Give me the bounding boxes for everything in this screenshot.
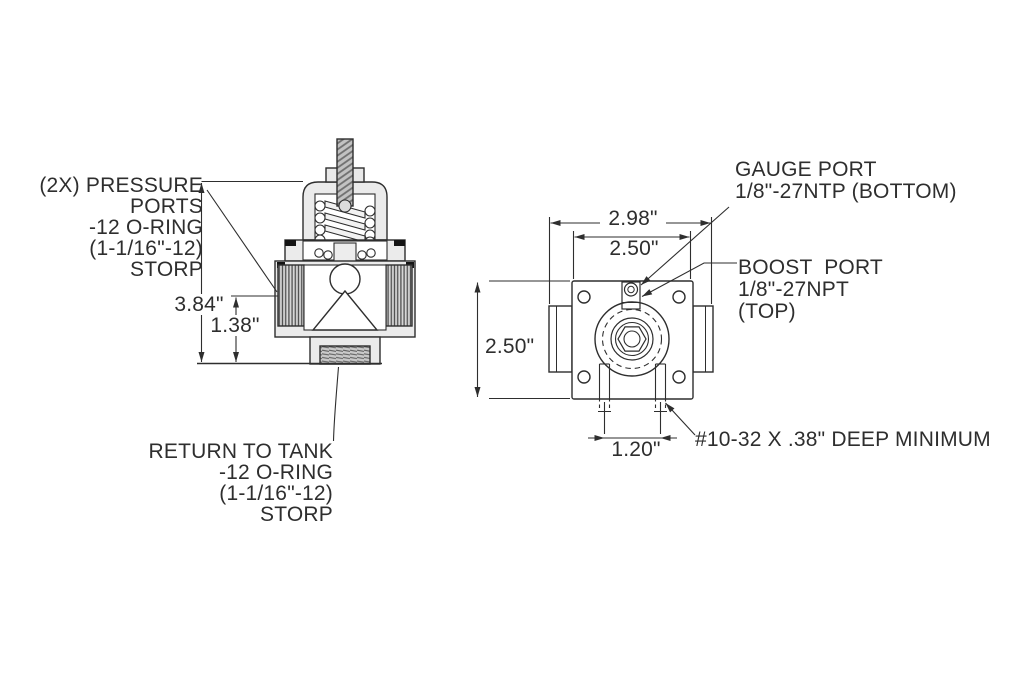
- dim-body-height: 2.50": [485, 335, 535, 358]
- front-view: [548, 280, 714, 412]
- counterbore-circle: [614, 321, 650, 357]
- valve-seat-cone: [311, 289, 379, 331]
- mounting-thread-label: #10-32 X .38" DEEP MINIMUM: [695, 428, 991, 451]
- leader-mounting-thread: [665, 402, 696, 436]
- dim-mount-hole-spacing: 1.20": [611, 438, 661, 461]
- gauge-port-hole-inner: [627, 285, 635, 294]
- side-view-dimensions: [197, 180, 382, 442]
- bearing-ball: [357, 250, 367, 260]
- gauge-port-label: GAUGE PORT 1/8"-27NTP (BOTTOM): [735, 158, 957, 203]
- gauge-port-hole: [623, 282, 639, 297]
- boss-circle: [610, 317, 654, 361]
- pressure-ports-label: (2X) PRESSURE PORTS -12 O-RING (1-1/16"-…: [39, 174, 203, 281]
- dim-body-width: 2.50": [602, 238, 666, 259]
- bearing-ball: [314, 248, 324, 258]
- return-port-threads: [319, 345, 371, 365]
- flange-circle: [594, 301, 670, 377]
- dim-port-centerline-height: 1.38": [204, 315, 266, 336]
- leader-return-to-tank: [332, 366, 340, 442]
- side-port-right: [692, 305, 714, 373]
- corner-hole: [672, 370, 686, 384]
- bearing-ball: [366, 248, 376, 258]
- hex-fitting: [617, 326, 647, 352]
- side-view: [274, 138, 416, 365]
- corner-hole: [672, 290, 686, 304]
- center-hole: [623, 330, 641, 348]
- corner-hole: [577, 370, 591, 384]
- side-port-left: [548, 305, 573, 373]
- o-ring-seal: [394, 240, 405, 246]
- bearing-ball: [323, 250, 333, 260]
- pressure-port-left-threads: [277, 264, 305, 327]
- corner-hole: [577, 290, 591, 304]
- pressure-port-right-threads: [385, 264, 413, 327]
- regulator-body-front: [571, 280, 694, 400]
- return-to-tank-label: RETURN TO TANK -12 O-RING (1-1/16"-12) S…: [148, 440, 333, 526]
- leader-pressure-ports: [206, 189, 278, 293]
- o-ring-seal: [285, 240, 296, 246]
- dim-overall-width: 2.98": [600, 208, 666, 229]
- adjustment-screw: [336, 138, 354, 207]
- screw-tip: [338, 199, 352, 213]
- leader-boost-port: [641, 262, 737, 297]
- dim-overall-height: 3.84": [167, 294, 231, 315]
- leader-gauge-port: [640, 206, 730, 286]
- mounting-holes: [598, 363, 667, 412]
- bolt-circle-dashed: [601, 308, 663, 370]
- valve-ball: [329, 263, 361, 295]
- boost-port-label: BOOST PORT 1/8"-27NPT (TOP): [738, 256, 883, 323]
